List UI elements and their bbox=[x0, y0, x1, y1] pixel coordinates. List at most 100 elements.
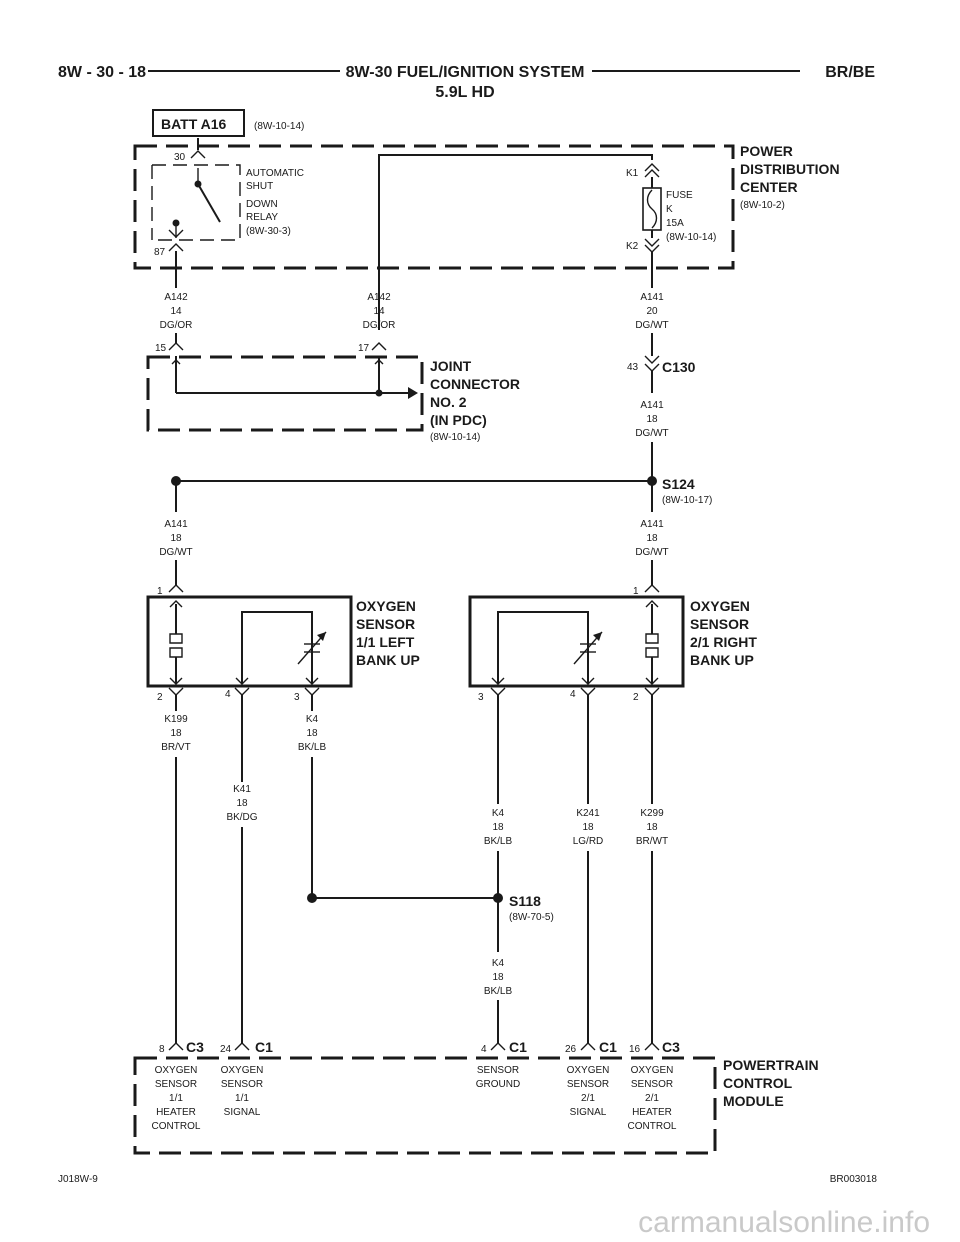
batt-text: BATT A16 bbox=[161, 116, 227, 132]
svg-text:26: 26 bbox=[565, 1044, 577, 1055]
pcm-title-3: MODULE bbox=[723, 1093, 784, 1109]
s118-ref: (8W-70-5) bbox=[509, 912, 554, 923]
relay-label-5: (8W-30-3) bbox=[246, 226, 291, 237]
sensor-right-pin-3: 3 bbox=[478, 692, 484, 703]
svg-text:K4: K4 bbox=[492, 808, 505, 819]
svg-text:A141: A141 bbox=[640, 400, 664, 411]
joint-arrow bbox=[408, 387, 418, 399]
sensor-left-title-1: OXYGEN bbox=[356, 598, 416, 614]
sensor-left-pin-1: 1 bbox=[157, 586, 163, 597]
relay-87-terminal bbox=[168, 243, 184, 252]
relay-bottom-terminal bbox=[168, 229, 184, 238]
pdc-title-1: POWER bbox=[740, 143, 793, 159]
svg-text:A141: A141 bbox=[164, 519, 188, 530]
svg-text:A141: A141 bbox=[640, 519, 664, 530]
pcm-pin-c3-8: 8 C3 OXYGEN SENSOR 1/1 HEATER CONTROL bbox=[152, 1039, 205, 1132]
svg-text:BK/DG: BK/DG bbox=[226, 812, 257, 823]
joint-pin-17: 17 bbox=[358, 343, 370, 354]
sensor-right-box bbox=[468, 595, 685, 688]
sensor-left-pin-3: 3 bbox=[294, 692, 300, 703]
joint-title-3: NO. 2 bbox=[430, 394, 467, 410]
svg-text:BK/LB: BK/LB bbox=[484, 986, 513, 997]
svg-text:C1: C1 bbox=[599, 1039, 617, 1055]
c130-pin: 43 bbox=[627, 362, 639, 373]
powertrain-control-module: POWERTRAIN CONTROL MODULE 8 C3 OXYGEN SE… bbox=[133, 1039, 819, 1155]
sensor-right-title-3: 2/1 RIGHT bbox=[690, 634, 757, 650]
relay-top-terminal bbox=[190, 150, 206, 159]
svg-text:18: 18 bbox=[582, 822, 594, 833]
svg-text:DG/OR: DG/OR bbox=[160, 320, 193, 331]
svg-text:24: 24 bbox=[220, 1044, 232, 1055]
joint-ref: (8W-10-14) bbox=[430, 432, 480, 443]
svg-text:18: 18 bbox=[170, 533, 182, 544]
svg-text:C1: C1 bbox=[509, 1039, 527, 1055]
svg-text:2/1: 2/1 bbox=[645, 1093, 659, 1104]
batt-ref: (8W-10-14) bbox=[254, 121, 304, 132]
sensor-right-pin-4: 4 bbox=[570, 689, 576, 700]
page-title: 8W-30 FUEL/IGNITION SYSTEM bbox=[346, 64, 585, 81]
svg-text:OXYGEN: OXYGEN bbox=[155, 1065, 198, 1076]
oxygen-sensor-2-1-right: 1 OXYGEN SENSOR 2/1 RIGHT BANK UP 3 4 2 bbox=[468, 584, 757, 703]
sensor-right-title-1: OXYGEN bbox=[690, 598, 750, 614]
pcm-pin-c3-16: 16 C3 OXYGEN SENSOR 2/1 HEATER CONTROL bbox=[628, 1039, 681, 1132]
svg-text:OXYGEN: OXYGEN bbox=[631, 1065, 674, 1076]
footer-right-code: BR003018 bbox=[830, 1174, 878, 1185]
svg-text:LG/RD: LG/RD bbox=[573, 836, 604, 847]
svg-text:16: 16 bbox=[629, 1044, 641, 1055]
svg-text:SENSOR: SENSOR bbox=[567, 1079, 609, 1090]
footer-left-code: J018W-9 bbox=[58, 1174, 98, 1185]
sensor-right-title-2: SENSOR bbox=[690, 616, 749, 632]
relay-label-3: DOWN bbox=[246, 199, 278, 210]
svg-text:A142: A142 bbox=[164, 292, 188, 303]
svg-text:DG/WT: DG/WT bbox=[635, 320, 668, 331]
svg-text:DG/WT: DG/WT bbox=[635, 428, 668, 439]
splice-s118: S118 (8W-70-5) bbox=[307, 893, 554, 923]
svg-text:8: 8 bbox=[159, 1044, 165, 1055]
batt-box bbox=[152, 109, 245, 137]
sensor-left-heater-icon bbox=[169, 633, 183, 658]
svg-text:K199: K199 bbox=[164, 714, 188, 725]
svg-text:SENSOR: SENSOR bbox=[221, 1079, 263, 1090]
joint-title-1: JOINT bbox=[430, 358, 472, 374]
svg-text:14: 14 bbox=[170, 306, 182, 317]
joint-connector-2: 15 17 JOINT CONNECTOR NO. 2 (IN PDC) (8W… bbox=[146, 342, 520, 443]
pdc-title-2: DISTRIBUTION bbox=[740, 161, 840, 177]
svg-text:18: 18 bbox=[236, 798, 248, 809]
fuse-label-4: (8W-10-14) bbox=[666, 232, 716, 243]
svg-text:OXYGEN: OXYGEN bbox=[567, 1065, 610, 1076]
svg-text:18: 18 bbox=[646, 822, 658, 833]
svg-text:CONTROL: CONTROL bbox=[152, 1121, 201, 1132]
fuse-label-3: 15A bbox=[666, 218, 684, 229]
svg-text:1/1: 1/1 bbox=[235, 1093, 249, 1104]
svg-text:A141: A141 bbox=[640, 292, 664, 303]
svg-text:1/1: 1/1 bbox=[169, 1093, 183, 1104]
svg-text:A142: A142 bbox=[367, 292, 391, 303]
pdc-ref: (8W-10-2) bbox=[740, 200, 785, 211]
relay-label-2: SHUT bbox=[246, 181, 273, 192]
svg-text:K241: K241 bbox=[576, 808, 600, 819]
s124-ref: (8W-10-17) bbox=[662, 495, 712, 506]
fuse-element bbox=[646, 189, 658, 229]
fuse-top-terminal bbox=[644, 169, 660, 178]
svg-text:SIGNAL: SIGNAL bbox=[570, 1107, 607, 1118]
sensor-left-box bbox=[146, 595, 353, 688]
svg-text:SIGNAL: SIGNAL bbox=[224, 1107, 261, 1118]
sensor-left-title-2: SENSOR bbox=[356, 616, 415, 632]
svg-text:C1: C1 bbox=[255, 1039, 273, 1055]
sensor-left-element bbox=[241, 611, 313, 684]
svg-text:C3: C3 bbox=[186, 1039, 204, 1055]
svg-text:BK/LB: BK/LB bbox=[298, 742, 327, 753]
sensor-right-pin-1: 1 bbox=[633, 586, 639, 597]
header: 8W - 30 - 18 8W-30 FUEL/IGNITION SYSTEM … bbox=[58, 64, 875, 101]
pdc-title-3: CENTER bbox=[740, 179, 798, 195]
s118-name: S118 bbox=[509, 893, 541, 909]
sensor-left-pin-4: 4 bbox=[225, 689, 231, 700]
sensor-left-pin-2: 2 bbox=[157, 692, 163, 703]
svg-text:DG/WT: DG/WT bbox=[635, 547, 668, 558]
fuse-pin-k2: K2 bbox=[626, 241, 639, 252]
fuse-pin-k1: K1 bbox=[626, 168, 639, 179]
pcm-title-2: CONTROL bbox=[723, 1075, 793, 1091]
svg-text:BK/LB: BK/LB bbox=[484, 836, 513, 847]
svg-text:BR/VT: BR/VT bbox=[161, 742, 190, 753]
